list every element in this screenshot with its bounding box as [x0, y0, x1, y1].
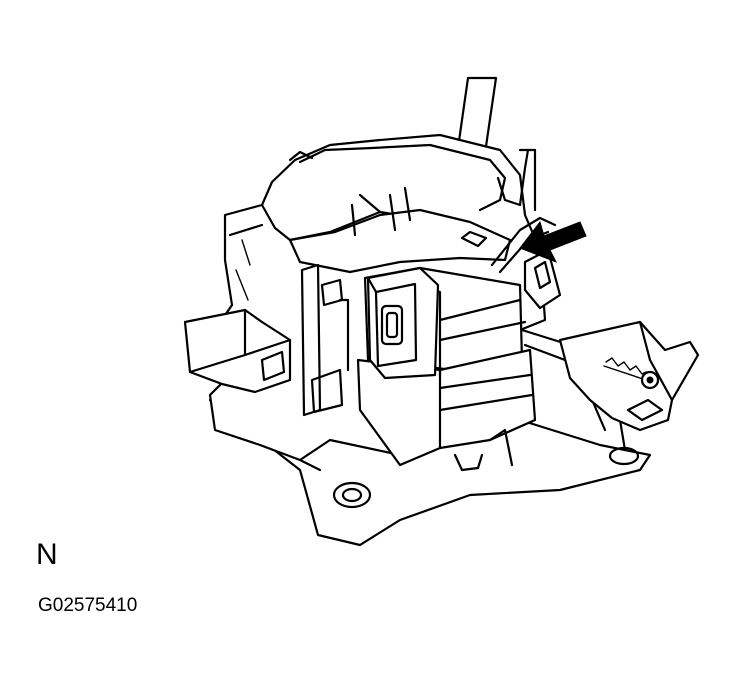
channel-detail — [300, 263, 350, 417]
left-bracket — [183, 308, 292, 394]
arrow-icon — [519, 220, 587, 263]
right-bracket — [558, 320, 700, 432]
shift-position-label: N — [36, 538, 58, 571]
connector — [366, 266, 440, 380]
lower-details — [298, 428, 514, 472]
figure-code: G02575410 — [38, 595, 138, 616]
screw-icon — [603, 357, 660, 390]
gate-cover — [288, 148, 537, 274]
